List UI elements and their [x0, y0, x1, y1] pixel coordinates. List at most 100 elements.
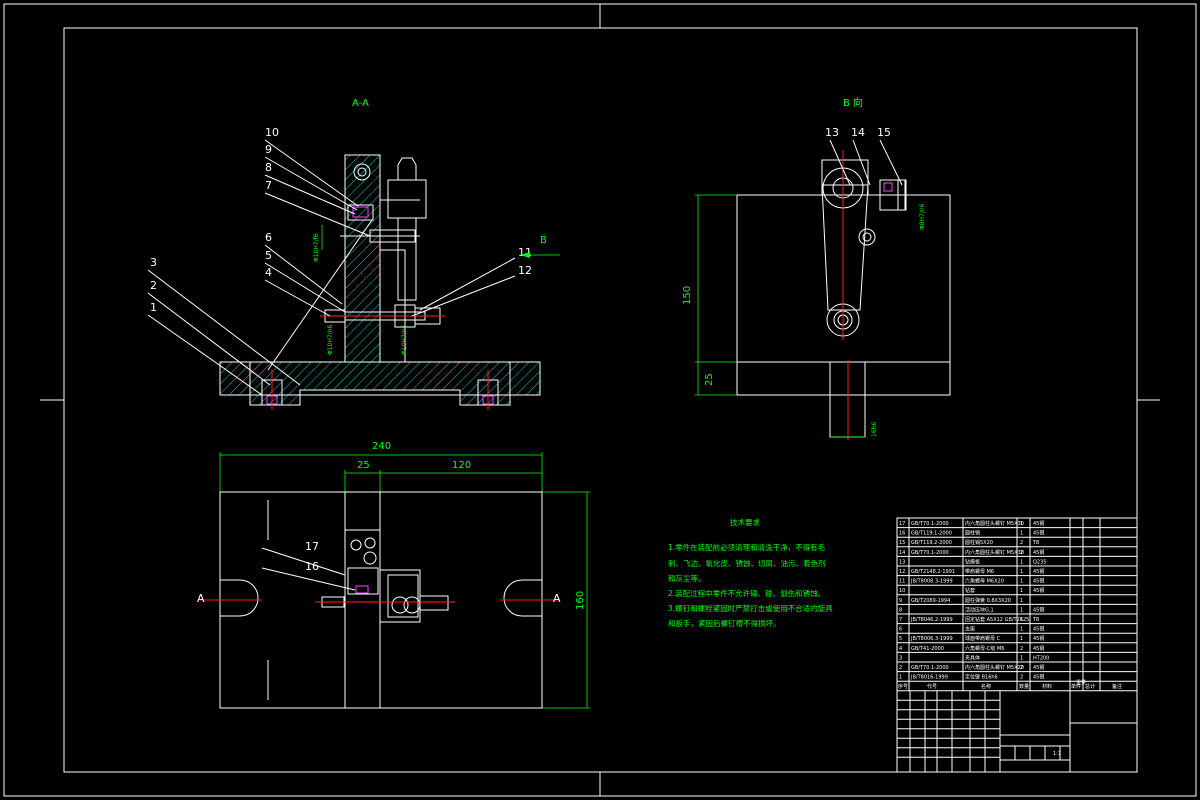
leader-16	[261, 567, 356, 591]
bom-row-mat: 45钢	[1033, 626, 1044, 633]
bom-row-qty: 2	[1020, 665, 1023, 671]
drill-bushing-head	[397, 157, 417, 180]
bom-row-qty: 2	[1020, 675, 1023, 681]
bom-row-mat: 45钢	[1033, 635, 1044, 642]
bom-row-qty: 1	[1020, 559, 1023, 565]
bom-header-cell: 代号	[927, 683, 937, 690]
base-right-lug	[509, 361, 541, 396]
section-mark-left: A	[197, 592, 205, 605]
bom-row-no: 1	[899, 675, 902, 681]
bom-header-cell: 备注	[1112, 683, 1122, 690]
bom-row-mat: 45钢	[1033, 530, 1044, 537]
bom-row-code: GB/T70.1-2000	[911, 665, 949, 671]
bom-row-no: 8	[899, 607, 902, 613]
bom-row-code: GB/T2148.2-1991	[911, 569, 955, 575]
bom-row-name: 夹具体	[965, 654, 980, 661]
pin-15	[879, 179, 906, 211]
drill-plate-block	[387, 179, 427, 219]
bom-row-code: GB/T70.1-2000	[911, 550, 949, 556]
note-line-5: 3.螺钉和螺栓紧固时严禁打击或使用不合适的旋具	[668, 603, 833, 613]
bom-row-qty: 1	[1020, 579, 1023, 585]
balloon-17: 17	[305, 540, 319, 553]
bom-row-code: GB/T70.1-2000	[911, 521, 949, 527]
bom-row-mat: 45钢	[1033, 664, 1044, 671]
sheet-frame	[3, 3, 1197, 797]
note-line-2: 刺、飞边、氧化皮、锈蚀、切屑、油污、着色剂	[668, 558, 826, 568]
note-line-6: 和扳手，紧固后螺钉槽不得损坏。	[668, 618, 781, 628]
view-b-title: B 向	[843, 96, 863, 109]
bom-row-name: 钻模板	[965, 558, 980, 565]
bom-header-cell: 材料	[1042, 683, 1052, 690]
bom-row-qty: 1	[1020, 655, 1023, 661]
dim-240: 240	[372, 441, 391, 452]
section-mark-right: A	[553, 592, 561, 605]
balloon-16: 16	[305, 560, 319, 573]
balloon-3: 3	[150, 256, 157, 269]
upright-plan	[344, 529, 381, 709]
top-bolt-outer	[353, 163, 371, 181]
bom-row-qty: 1	[1020, 607, 1023, 613]
dim-25-side: 25	[704, 373, 715, 386]
spring-hidden	[352, 206, 369, 218]
bom-row-qty: 1	[1020, 569, 1023, 575]
note-line-4: 2.装配过程中零件不允许磕、碰、划伤和锈蚀。	[668, 588, 825, 598]
top-bolt-inner	[357, 167, 367, 177]
bom-row-no: 2	[899, 665, 902, 671]
bom-row-code: JB/T8016-1999	[910, 675, 948, 681]
bom-row-mat: 45钢	[1033, 578, 1044, 585]
drill-bushing-shaft	[397, 217, 417, 301]
bom-row-mat: 45钢	[1033, 674, 1044, 681]
bom-row-no: 5	[899, 636, 902, 642]
bom-row-qty: 2	[1020, 540, 1023, 546]
bom-row-code: GB/T41-2000	[911, 646, 944, 652]
bom-row-name: 内六角圆柱头螺钉 M5X30	[965, 520, 1024, 527]
bom-row-qty: 1	[1020, 617, 1023, 623]
dim-phi2: Φ10H7/n6	[327, 324, 334, 355]
direction-b-arrowhead	[520, 252, 530, 258]
balloon-13: 13	[825, 126, 839, 139]
bom-row-mat: HT200	[1033, 655, 1049, 661]
bom-row-no: 4	[899, 646, 902, 652]
dim-25-top: 25	[357, 460, 370, 471]
bom-row-mat: 45钢	[1033, 568, 1044, 575]
note-line-3: 和灰尘等。	[668, 573, 706, 583]
scale-text: 1:1	[1053, 751, 1061, 757]
direction-b-label: B	[540, 235, 547, 246]
bom-row-qty: 1	[1020, 598, 1023, 604]
bom-row-name: 六角螺母 M6X20	[965, 578, 1004, 585]
bom-row-qty: 2	[1020, 646, 1023, 652]
balloon-12: 12	[518, 264, 532, 277]
balloon-14: 14	[851, 126, 865, 139]
bom-header-cell: 总计	[1085, 683, 1095, 690]
bom-row-mat: 45钢	[1033, 606, 1044, 613]
bom-row-mat: T8	[1032, 617, 1039, 623]
bom-row-mat: 45钢	[1033, 520, 1044, 527]
bom-row-no: 9	[899, 598, 902, 604]
bom-row-name: 钻套	[965, 587, 975, 594]
leaders-aa	[147, 139, 516, 396]
bom-row-qty: 2	[1020, 550, 1023, 556]
note-line-1: 1.零件在装配前必须清理和清洗干净，不得有毛	[668, 542, 826, 552]
section-aa-title: A-A	[352, 98, 369, 109]
balloon-15: 15	[877, 126, 891, 139]
balloon-4: 4	[265, 266, 272, 279]
balloon-7: 7	[265, 179, 272, 192]
balloon-6: 6	[265, 231, 272, 244]
bom-row-mat: 45钢	[1033, 587, 1044, 594]
bom-row-code: JB/T8046.2-1999	[910, 617, 953, 623]
bom-row-mat: T8	[1032, 540, 1039, 546]
bom-row-qty: 1	[1020, 521, 1023, 527]
bom-row-name: 六角螺母-C级 M6	[965, 645, 1004, 652]
bom-row-name: 支座	[965, 626, 975, 633]
screw-16-key	[355, 585, 369, 594]
bom-row-no: 16	[899, 531, 905, 537]
balloon-1: 1	[150, 301, 157, 314]
drill-plate-arm	[821, 184, 869, 311]
dim-phi3: Φ10H7/n6	[401, 324, 408, 355]
bom-row-no: 13	[899, 559, 905, 565]
base-left-lug	[219, 361, 251, 396]
bom-row-mat: 45钢	[1033, 645, 1044, 652]
bom-row-code: GB/T2089-1994	[911, 598, 950, 604]
bom-row-name: 活动压块G.1	[965, 606, 994, 613]
balloon-8: 8	[265, 161, 272, 174]
